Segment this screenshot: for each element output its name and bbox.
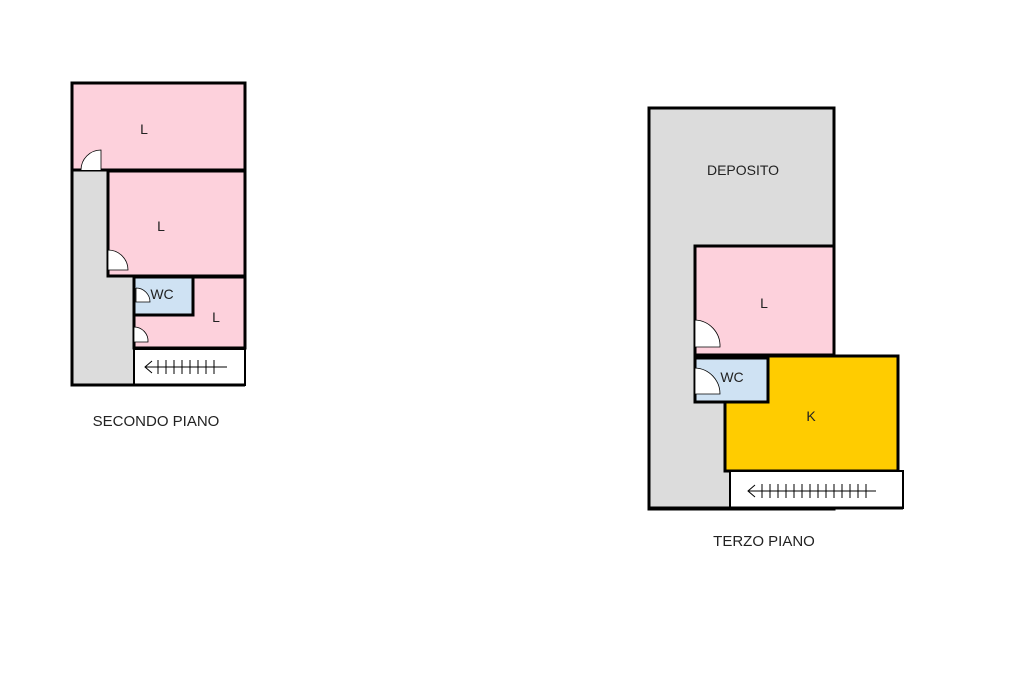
- stairs-arrow: [144, 360, 227, 374]
- floor-secondo-piano: L L WC L SECONDO PIANO: [70, 81, 247, 430]
- caption-secondo-piano: SECONDO PIANO: [93, 413, 220, 430]
- label-living-terzo: L: [760, 295, 768, 311]
- label-kitchen: K: [806, 408, 816, 424]
- door-swing: [80, 149, 102, 171]
- label-living-top: L: [140, 121, 148, 137]
- stairs-terzo: [729, 470, 904, 509]
- door-swing: [694, 319, 721, 348]
- label-deposito: DEPOSITO: [707, 162, 779, 178]
- label-living-mid: L: [157, 218, 165, 234]
- floor-terzo-piano: DEPOSITO L WC K TERZO PIANO: [647, 106, 904, 550]
- door-swing: [133, 326, 149, 343]
- door-swing: [107, 249, 129, 271]
- label-living-small: L: [212, 309, 220, 325]
- label-wc-terzo: WC: [720, 369, 743, 385]
- label-wc-secondo: WC: [150, 286, 173, 302]
- door-swing: [135, 287, 151, 303]
- door-swing: [694, 367, 721, 395]
- caption-terzo-piano: TERZO PIANO: [713, 533, 815, 550]
- stairs-arrow: [747, 484, 876, 498]
- room-living-mid: [106, 169, 247, 278]
